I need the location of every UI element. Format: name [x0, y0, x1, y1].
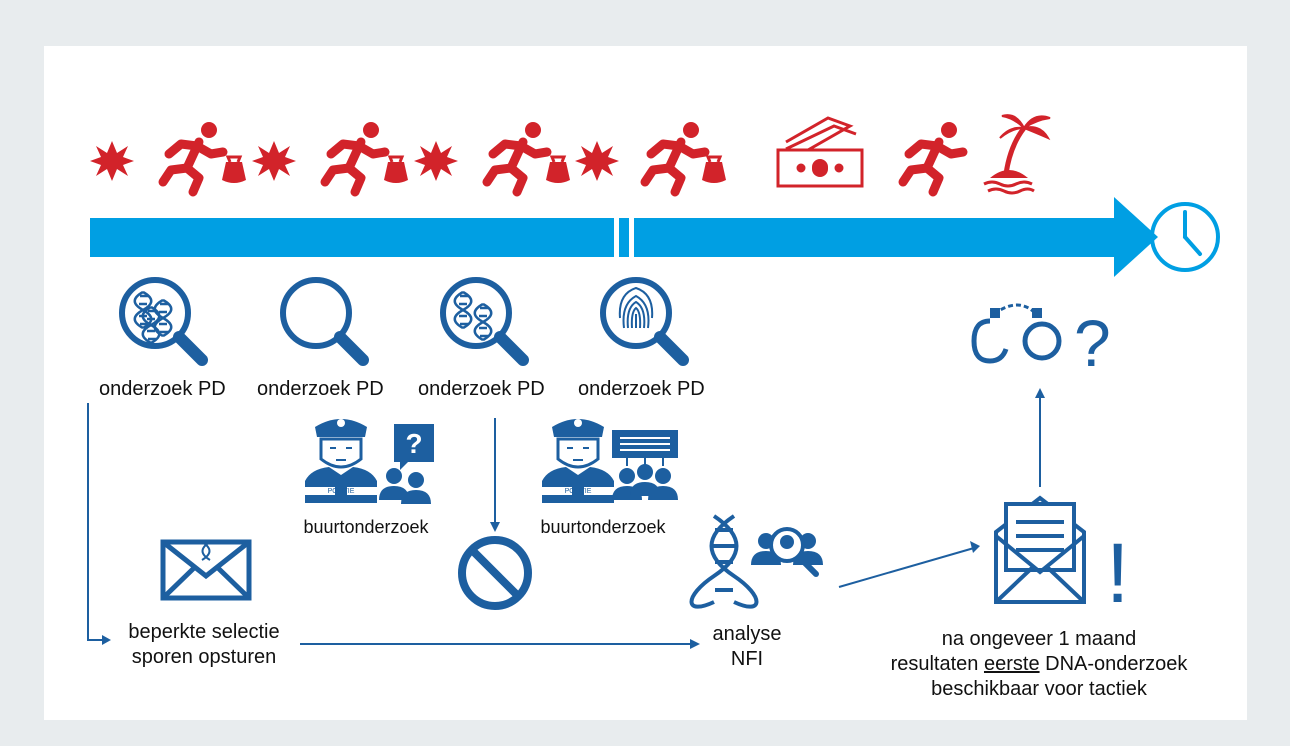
- exclamation-mark: !: [1106, 526, 1129, 620]
- explosion-icon: [575, 141, 619, 181]
- result-text-part: DNA-onderzoek: [1039, 653, 1188, 675]
- camera-footage-icon: [612, 430, 678, 500]
- crime-icons-row: [90, 114, 1051, 195]
- runner-with-money-icon: [487, 122, 547, 192]
- runner-with-money-icon: [645, 122, 705, 192]
- timeline-diagram: ? POLITIE ? POLITIE: [87, 114, 1220, 649]
- explosion-icon: [90, 141, 134, 181]
- magnifier-dna-icon: [443, 280, 523, 360]
- runner-icon: [903, 122, 963, 192]
- timeline-arrow: [90, 197, 1158, 277]
- buurtonderzoek-label-2: buurtonderzoek: [540, 517, 666, 537]
- diagram-card: ? POLITIE ? POLITIE: [44, 46, 1247, 720]
- explosion-icon: [414, 141, 458, 181]
- magnifier-dna-icon: [122, 280, 202, 360]
- handcuffs-icon: [971, 303, 1062, 364]
- flow-lines: [87, 388, 1045, 649]
- dna-helix-icon: [689, 514, 759, 609]
- buurtonderzoek-label-1: buurtonderzoek: [303, 517, 429, 537]
- dna-envelope-icon: [160, 539, 252, 601]
- runner-with-money-icon: [325, 122, 385, 192]
- result-label-line1: na ongeveer 1 maand: [941, 628, 1137, 650]
- police-badge-label: POLITIE: [565, 488, 592, 495]
- result-letter-icon: [994, 495, 1086, 604]
- onderzoek-label-4: onderzoek PD: [578, 378, 705, 400]
- money-bag-icon: [382, 155, 410, 185]
- police-badge-label: POLITIE: [328, 488, 355, 495]
- clock-icon: [1150, 202, 1220, 272]
- explosion-icon: [252, 141, 296, 181]
- island-icon: [983, 114, 1051, 195]
- money-bag-icon: [544, 155, 572, 185]
- result-text-part: resultaten: [890, 653, 984, 675]
- onderzoek-label-1: onderzoek PD: [99, 378, 226, 400]
- onderzoek-label-2: onderzoek PD: [257, 378, 384, 400]
- cash-icon: [776, 116, 864, 188]
- result-underlined-word: eerste: [983, 653, 1040, 675]
- money-bag-icon: [700, 155, 728, 185]
- lab-researchers-icon: [751, 527, 823, 577]
- onderzoek-label-3: onderzoek PD: [418, 378, 545, 400]
- question-mark: ?: [1074, 306, 1111, 380]
- prohibited-icon: [458, 536, 532, 610]
- analyse-label-line2: NFI: [730, 648, 764, 670]
- magnifier-fingerprint-icon: [603, 280, 683, 360]
- runner-with-money-icon: [163, 122, 223, 192]
- analyse-label-line1: analyse: [712, 623, 782, 645]
- magnifier-icon: [283, 280, 363, 360]
- selectie-label-line2: sporen opsturen: [131, 646, 277, 668]
- neighbour-question-icon: ?: [379, 424, 434, 504]
- svg-text:?: ?: [405, 428, 422, 459]
- result-label-line2: resultaten eerste DNA-onderzoek: [891, 653, 1188, 676]
- selectie-label-line1: beperkte selectie: [128, 621, 280, 643]
- money-bag-icon: [220, 155, 248, 185]
- result-label-line3: beschikbaar voor tactiek: [931, 678, 1147, 700]
